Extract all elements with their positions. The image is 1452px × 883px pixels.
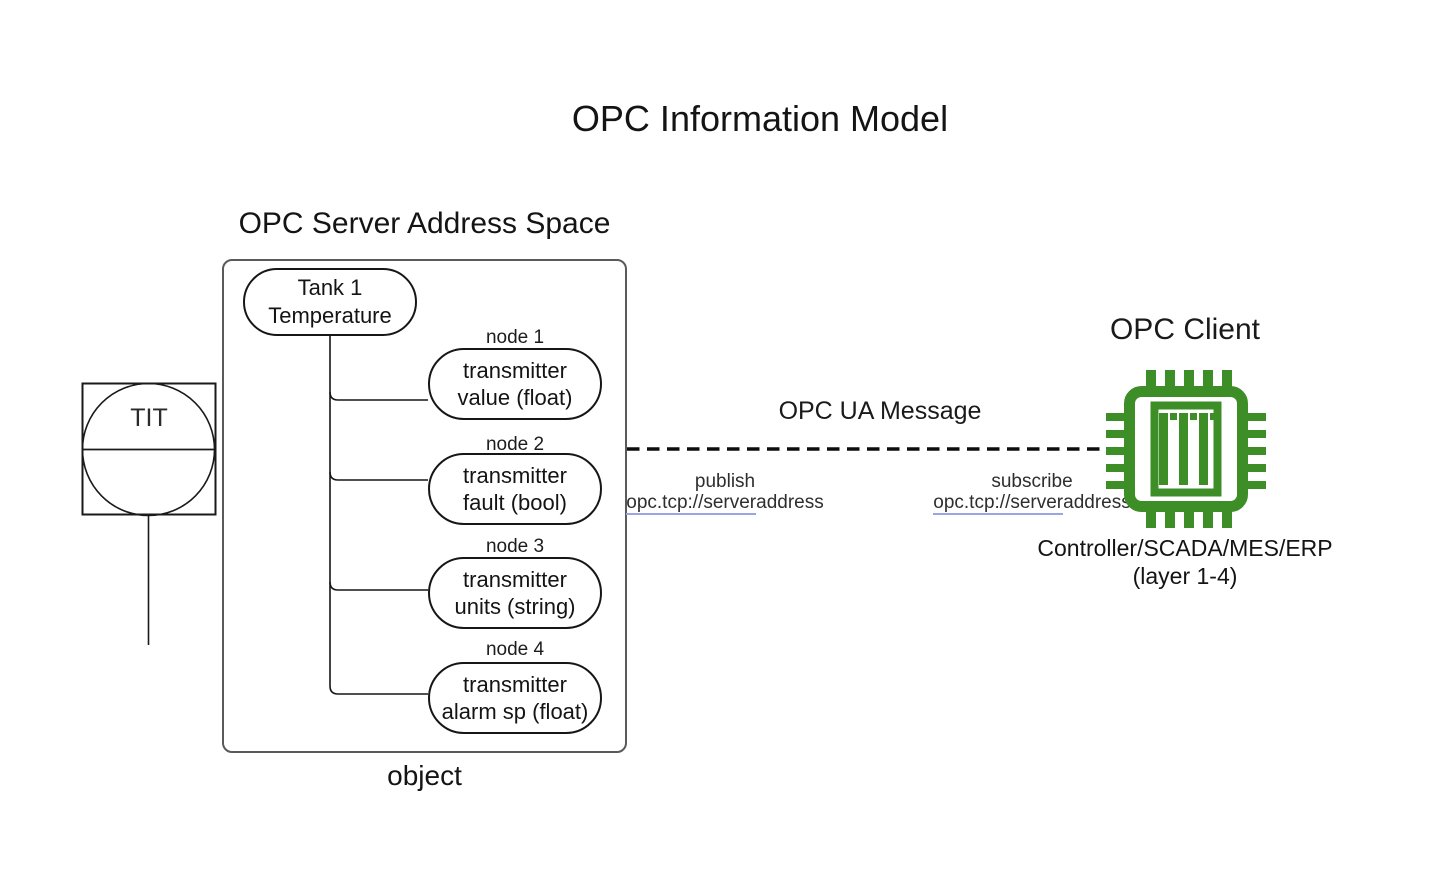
node-2-line1: transmitter — [463, 463, 567, 488]
publish-label-block: publish opc.tcp://serveraddress — [625, 471, 825, 515]
opc-client-heading: OPC Client — [1109, 313, 1261, 346]
node-1-line1: transmitter — [463, 358, 567, 383]
node-1-shape: transmitter value (float) — [428, 348, 602, 420]
subscribe-address-link[interactable]: opc.tcp://server — [933, 492, 1064, 515]
server-address-space-box — [222, 259, 627, 753]
tank-node-line1: Tank 1 — [297, 275, 363, 300]
temperature-transmitter-icon: TIT — [81, 382, 217, 645]
node-1-label: node 1 — [485, 327, 545, 348]
root-node-tank-temperature: Tank 1 Temperature — [243, 268, 417, 336]
chip-inner-frame — [1150, 401, 1222, 497]
node-3-label: node 3 — [485, 536, 545, 557]
node-4-label: node 4 — [485, 639, 545, 660]
opc-ua-message-label: OPC UA Message — [778, 397, 982, 425]
publish-action-label: publish — [694, 471, 756, 492]
object-caption: object — [387, 760, 462, 791]
subscribe-address-rest: address — [1063, 492, 1131, 513]
chip-right-pins — [1248, 413, 1266, 489]
node-2-label: node 2 — [485, 434, 545, 455]
node-2-shape: transmitter fault (bool) — [428, 453, 602, 525]
node-1-line2: value (float) — [457, 385, 573, 410]
node-3-line1: transmitter — [463, 567, 567, 592]
publish-address-rest: address — [756, 492, 824, 513]
subscribe-label-block: subscribe opc.tcp://serveraddress — [932, 471, 1132, 515]
node-2-line2: fault (bool) — [463, 490, 567, 515]
node-4-shape: transmitter alarm sp (float) — [428, 662, 602, 734]
node-3-shape: transmitter units (string) — [428, 557, 602, 629]
tank-node-line2: Temperature — [268, 303, 392, 328]
node-3-line2: units (string) — [454, 594, 576, 619]
subscribe-action-label: subscribe — [991, 471, 1073, 492]
chip-top-pins — [1146, 370, 1232, 388]
page-title: OPC Information Model — [571, 98, 949, 139]
instrument-tag: TIT — [130, 404, 168, 432]
publish-address: opc.tcp://serveraddress — [625, 492, 825, 515]
server-address-space-heading: OPC Server Address Space — [238, 207, 611, 240]
chip-inner-bars — [1159, 413, 1217, 485]
publish-address-link[interactable]: opc.tcp://server — [626, 492, 757, 515]
chip-left-pins — [1106, 413, 1124, 489]
chip-bottom-pins — [1146, 510, 1232, 528]
node-4-line1: transmitter — [463, 672, 567, 697]
node-4-line2: alarm sp (float) — [441, 699, 589, 724]
subscribe-address: opc.tcp://serveraddress — [932, 492, 1132, 515]
client-caption-line2: (layer 1-4) — [1132, 563, 1238, 589]
chip-icon — [1106, 370, 1266, 528]
client-caption-line1: Controller/SCADA/MES/ERP — [1037, 535, 1333, 561]
